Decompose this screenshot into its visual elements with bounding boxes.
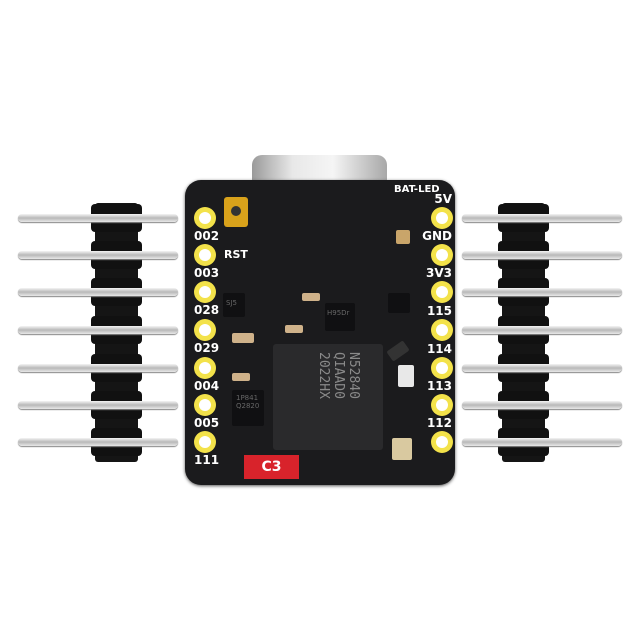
pin-label: 115 xyxy=(426,304,452,318)
reset-button xyxy=(224,197,248,227)
header-pin xyxy=(18,251,178,259)
header-pin xyxy=(462,251,622,259)
header-pin xyxy=(18,326,178,334)
pin-label: 113 xyxy=(426,379,452,393)
regulator-marking: H95Dr xyxy=(327,309,350,317)
led xyxy=(398,365,414,387)
capacitor xyxy=(285,325,303,333)
rgb-led xyxy=(396,230,410,244)
red-logo: C3 xyxy=(244,455,299,479)
header-pin xyxy=(18,214,178,222)
small-ic-marking: SJ5 xyxy=(226,299,237,307)
pin-label: 003 xyxy=(194,266,220,280)
pin-label: 004 xyxy=(194,379,220,393)
solder-pad xyxy=(194,431,216,453)
capacitor xyxy=(232,373,250,381)
solder-pad xyxy=(194,394,216,416)
pin-label: 111 xyxy=(194,453,220,467)
pin-label: 028 xyxy=(194,303,220,317)
header-pin xyxy=(18,288,178,296)
header-pin xyxy=(462,288,622,296)
solder-pad xyxy=(194,281,216,303)
pin-label: 3V3 xyxy=(426,266,452,280)
pin-label: 5V xyxy=(434,192,452,206)
header-pin xyxy=(18,364,178,372)
logo-text: C3 xyxy=(261,459,282,475)
nrf52840-chip: N52840 QIAAD0 2022HX xyxy=(273,344,383,450)
solder-pad xyxy=(431,431,453,453)
flash-chip: 1P841 Q2820 xyxy=(232,390,264,426)
pin-label: 114 xyxy=(426,342,452,356)
header-pin xyxy=(462,214,622,222)
regulator-chip: H95Dr xyxy=(325,303,355,331)
pin-label: 112 xyxy=(426,416,452,430)
chip-marking: N52840 QIAAD0 2022HX xyxy=(316,352,361,399)
capacitor xyxy=(232,333,254,343)
solder-pad xyxy=(194,357,216,379)
solder-pad xyxy=(194,319,216,341)
solder-pad xyxy=(194,207,216,229)
header-pin xyxy=(18,438,178,446)
capacitor xyxy=(302,293,320,301)
solder-pad xyxy=(431,281,453,303)
solder-pad xyxy=(431,244,453,266)
solder-pad xyxy=(431,319,453,341)
solder-pad xyxy=(431,207,453,229)
bat-led-label: BAT-LED xyxy=(394,184,440,195)
charger-ic xyxy=(388,293,410,313)
reset-label: RST xyxy=(224,248,248,261)
pin-label: 002 xyxy=(194,229,220,243)
header-pin xyxy=(462,438,622,446)
solder-pad xyxy=(431,394,453,416)
header-pin xyxy=(18,401,178,409)
header-pin xyxy=(462,326,622,334)
pin-label: GND xyxy=(422,229,452,243)
solder-pad xyxy=(194,244,216,266)
small-ic: SJ5 xyxy=(223,293,245,317)
header-pin xyxy=(462,401,622,409)
flash-marking: 1P841 Q2820 xyxy=(236,394,260,410)
header-pin xyxy=(462,364,622,372)
pin-label: 029 xyxy=(194,341,220,355)
crystal xyxy=(392,438,412,460)
solder-pad xyxy=(431,357,453,379)
pin-label: 005 xyxy=(194,416,220,430)
